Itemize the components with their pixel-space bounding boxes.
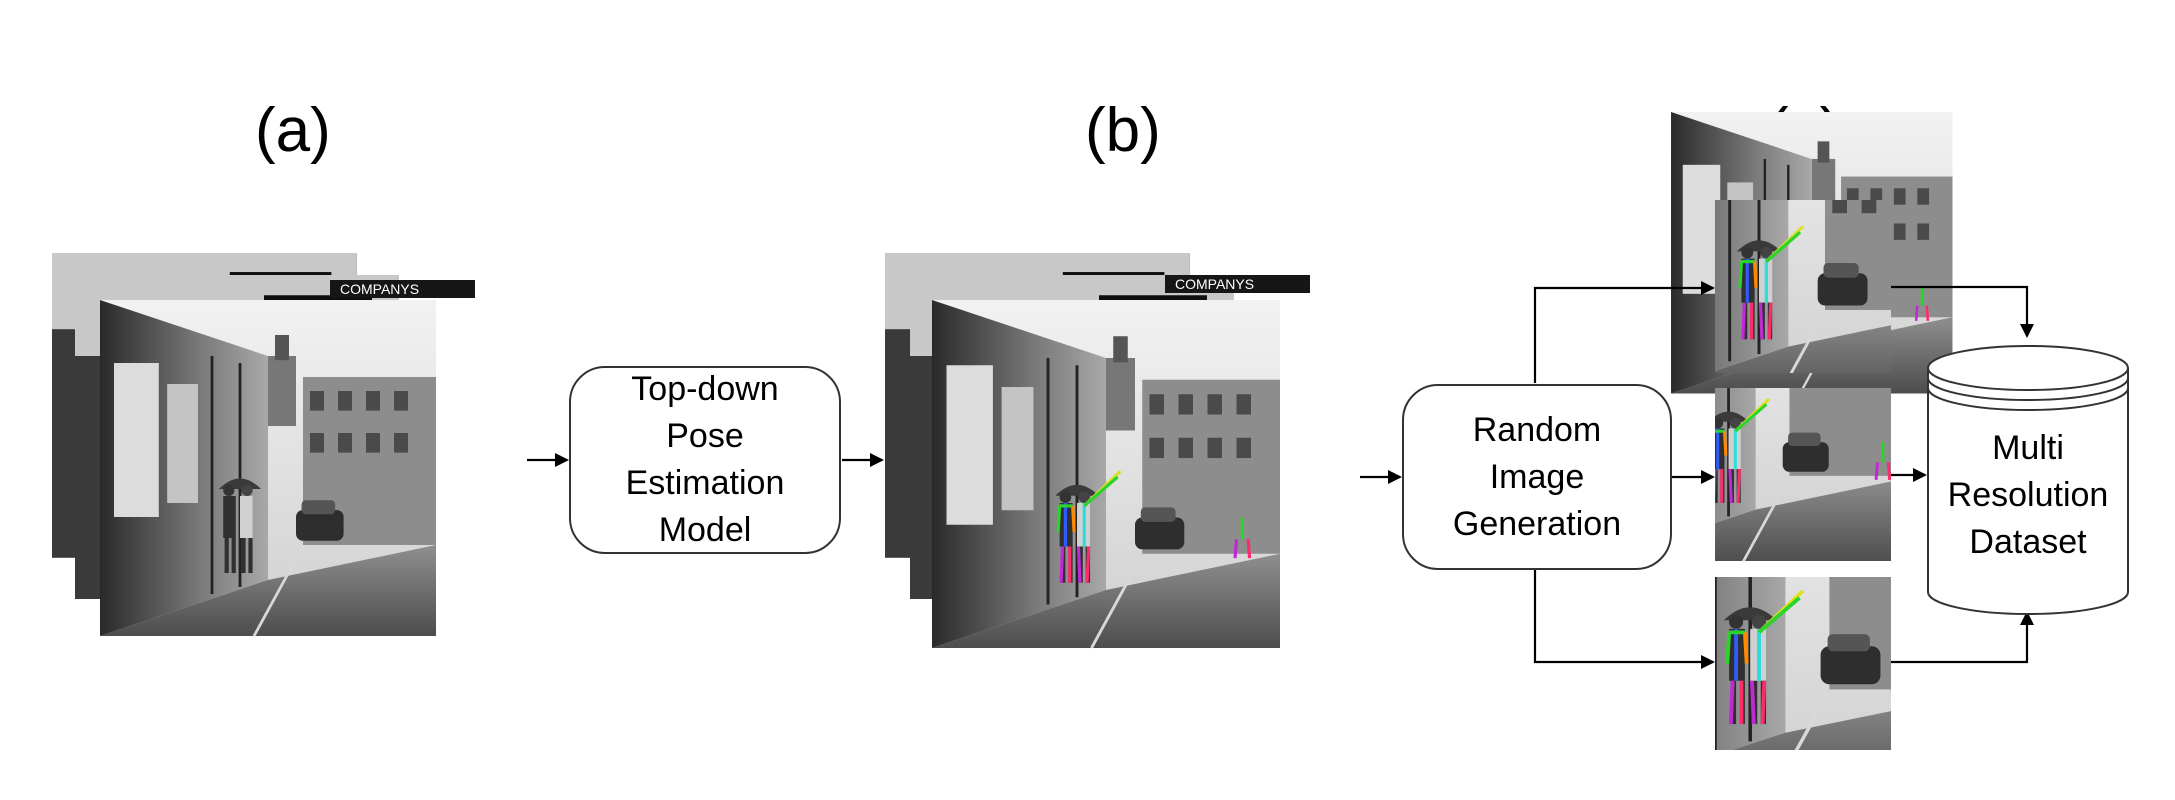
pose-estimation-model-box: Top-down Pose Estimation Model: [569, 366, 841, 554]
pose-model-line-2: Pose: [666, 417, 744, 455]
random-image-generation-box: Random Image Generation: [1402, 384, 1672, 570]
photo-sign-text: COMPANYS: [340, 281, 419, 297]
stage-label-a: (a): [255, 96, 331, 165]
random-gen-line-3: Generation: [1452, 504, 1622, 543]
dataset-label: Multi Resolution Dataset: [1928, 425, 2128, 566]
input-image-stack: COMPANYS: [52, 253, 475, 638]
pose-image-front: [930, 298, 1282, 650]
arrow-bottom-to-dataset: [1891, 611, 2034, 664]
input-image-front: [98, 298, 438, 638]
arrow-generation-to-top: [1533, 281, 1715, 383]
random-gen-line-2: Image: [1489, 457, 1585, 496]
random-gen-line-1: Random: [1472, 410, 1602, 449]
arrow-generation-to-bottom: [1533, 570, 1715, 669]
pose-model-line-1: Top-down: [631, 370, 779, 408]
arrow-top-to-dataset: [1891, 285, 2034, 338]
pose-model-line-3: Estimation: [625, 464, 785, 502]
dataset-cylinder: [1927, 345, 2129, 615]
pose-image-stack: COMPANYS: [885, 253, 1310, 650]
dataset-line-2: Resolution: [1947, 476, 2109, 514]
photo-sign-text: COMPANYS: [1175, 276, 1254, 292]
crop-image-top-clip: [1715, 200, 1891, 373]
dataset-line-1: Multi: [1992, 429, 2064, 467]
pose-model-line-4: Model: [658, 511, 752, 549]
dataset-line-3: Dataset: [1969, 523, 2087, 561]
stage-label-b: (b): [1085, 96, 1161, 165]
